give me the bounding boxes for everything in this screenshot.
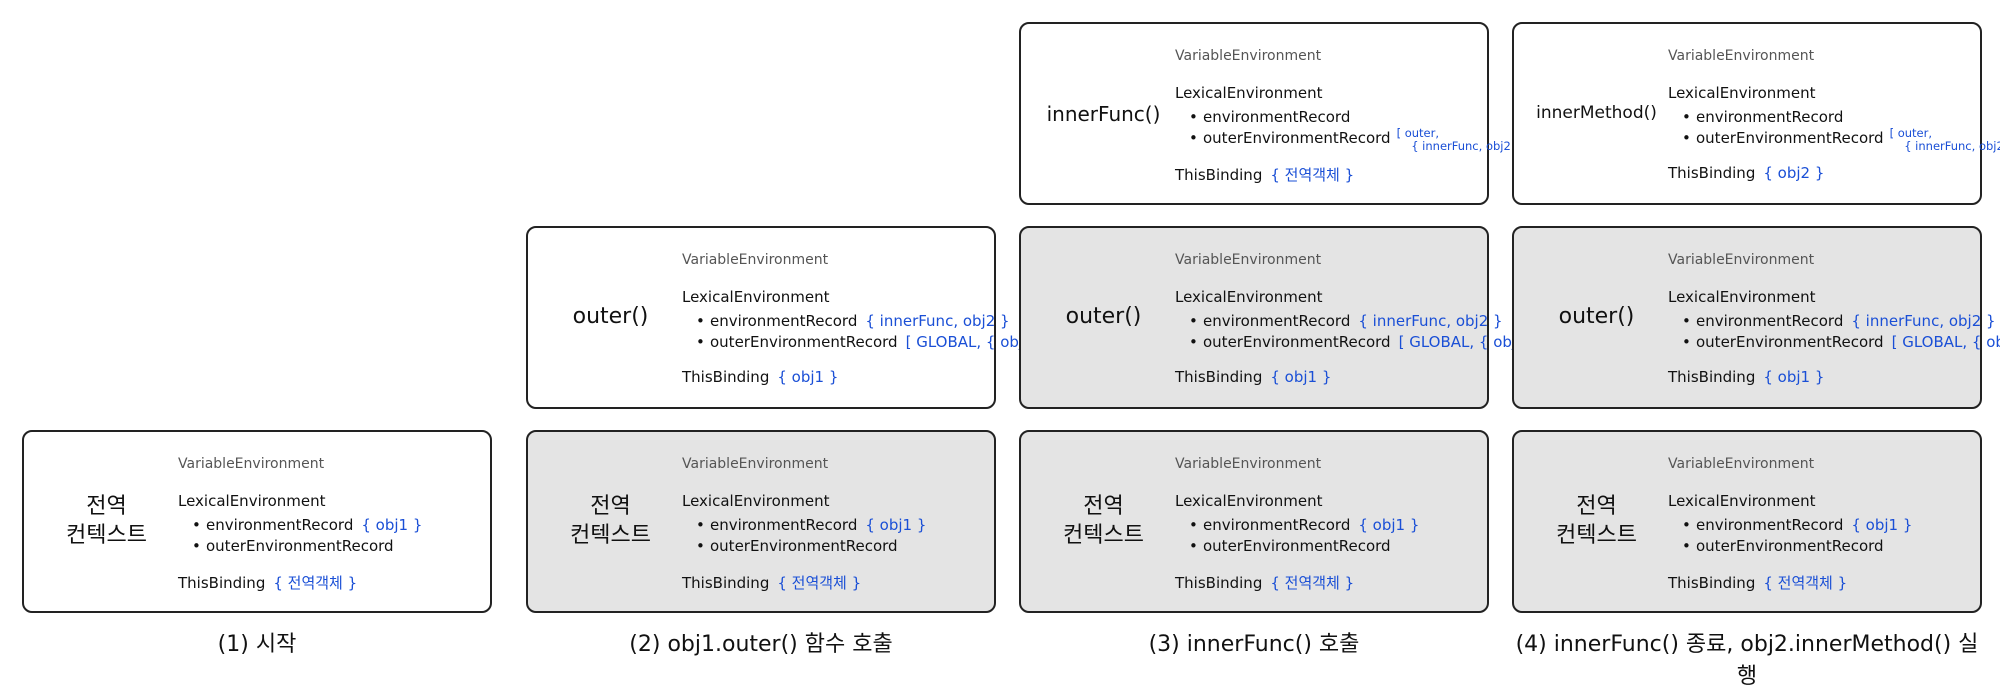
this-binding-label: ThisBinding xyxy=(1668,164,1756,182)
context-name: 전역 컨텍스트 xyxy=(570,493,651,548)
lexical-environment-label: LexicalEnvironment xyxy=(1175,288,1323,306)
environment-record-label: environmentRecord xyxy=(206,516,354,534)
step-caption-4: (4) innerFunc() 종료, obj2.innerMethod() 실… xyxy=(1515,632,1979,689)
outer-environment-record-value: [ GLOBAL, { obj1 } ] xyxy=(1891,333,2000,351)
step-caption-3: (3) innerFunc() 호출 xyxy=(1148,632,1360,657)
context-name: outer() xyxy=(1065,304,1142,330)
environment-record-label: environmentRecord xyxy=(1696,312,1844,330)
context-box-global: 전역 컨텍스트 VariableEnvironment LexicalEnvir… xyxy=(526,430,996,613)
this-binding-value: { obj1 } xyxy=(777,368,839,386)
this-binding-label: ThisBinding xyxy=(1175,368,1263,386)
context-name: innerMethod() xyxy=(1536,103,1657,124)
this-binding-value: { obj2 } xyxy=(1763,164,1825,182)
environment-record-label: environmentRecord xyxy=(1696,108,1844,126)
context-box-outer: outer() VariableEnvironment LexicalEnvir… xyxy=(1019,226,1551,409)
context-name: 전역 컨텍스트 xyxy=(1556,493,1637,548)
variable-environment-label: VariableEnvironment xyxy=(1175,252,1322,268)
context-box-global: 전역 컨텍스트 VariableEnvironment LexicalEnvir… xyxy=(1019,430,1489,613)
environment-record-value: { innerFunc, obj2 } xyxy=(1851,312,1996,330)
environment-record-value: { innerFunc, obj2 } xyxy=(1358,312,1503,330)
this-binding-value: { 전역객체 } xyxy=(1270,166,1355,184)
variable-environment-label: VariableEnvironment xyxy=(1668,456,1815,472)
outer-environment-record-label: outerEnvironmentRecord xyxy=(1696,129,1884,147)
variable-environment-label: VariableEnvironment xyxy=(1668,48,1815,64)
outer-environment-record-label: outerEnvironmentRecord xyxy=(1203,333,1391,351)
lexical-environment-label: LexicalEnvironment xyxy=(1668,84,1816,102)
lexical-environment-label: LexicalEnvironment xyxy=(1668,288,1816,306)
this-binding-label: ThisBinding xyxy=(1668,574,1756,592)
this-binding-label: ThisBinding xyxy=(178,574,266,592)
context-name: innerFunc() xyxy=(1046,101,1161,126)
context-box-innermethod: innerMethod() VariableEnvironment Lexica… xyxy=(1512,22,2000,205)
this-binding-label: ThisBinding xyxy=(682,368,770,386)
outer-environment-record-label: outerEnvironmentRecord xyxy=(1203,537,1391,555)
context-box-outer: outer() VariableEnvironment LexicalEnvir… xyxy=(1512,226,2000,409)
outer-environment-record-value: [ outer, { innerFunc, obj2 } ] xyxy=(1396,126,1530,154)
this-binding-label: ThisBinding xyxy=(682,574,770,592)
lexical-environment-label: LexicalEnvironment xyxy=(682,492,830,510)
variable-environment-label: VariableEnvironment xyxy=(178,456,325,472)
outer-environment-record-label: outerEnvironmentRecord xyxy=(1696,537,1884,555)
lexical-environment-label: LexicalEnvironment xyxy=(682,288,830,306)
variable-environment-label: VariableEnvironment xyxy=(1668,252,1815,268)
this-binding-value: { 전역객체 } xyxy=(273,574,358,592)
environment-record-label: environmentRecord xyxy=(710,516,858,534)
environment-record-value: { obj1 } xyxy=(865,516,927,534)
this-binding-value: { obj1 } xyxy=(1763,368,1825,386)
context-box-innerfunc: innerFunc() VariableEnvironment LexicalE… xyxy=(1019,22,1530,205)
this-binding-value: { 전역객체 } xyxy=(1270,574,1355,592)
lexical-environment-label: LexicalEnvironment xyxy=(1175,492,1323,510)
environment-record-value: { obj1 } xyxy=(1851,516,1913,534)
outer-environment-record-value: [ outer, { innerFunc, obj2 } ] xyxy=(1889,126,2000,154)
environment-record-label: environmentRecord xyxy=(1203,312,1351,330)
context-name: 전역 컨텍스트 xyxy=(66,493,147,548)
this-binding-value: { obj1 } xyxy=(1270,368,1332,386)
outer-environment-record-label: outerEnvironmentRecord xyxy=(1203,129,1391,147)
outer-environment-record-label: outerEnvironmentRecord xyxy=(710,333,898,351)
variable-environment-label: VariableEnvironment xyxy=(1175,456,1322,472)
environment-record-value: { obj1 } xyxy=(361,516,423,534)
environment-record-label: environmentRecord xyxy=(1203,108,1351,126)
environment-record-label: environmentRecord xyxy=(1696,516,1844,534)
context-box-global: 전역 컨텍스트 VariableEnvironment LexicalEnvir… xyxy=(1512,430,1982,613)
context-box-outer: outer() VariableEnvironment LexicalEnvir… xyxy=(526,226,1058,409)
environment-record-label: environmentRecord xyxy=(710,312,858,330)
context-name: 전역 컨텍스트 xyxy=(1063,493,1144,548)
this-binding-value: { 전역객체 } xyxy=(777,574,862,592)
context-box-global: 전역 컨텍스트 VariableEnvironment LexicalEnvir… xyxy=(22,430,492,613)
step-caption-1: (1) 시작 xyxy=(217,632,297,657)
this-binding-value: { 전역객체 } xyxy=(1763,574,1848,592)
outer-environment-record-label: outerEnvironmentRecord xyxy=(206,537,394,555)
lexical-environment-label: LexicalEnvironment xyxy=(178,492,326,510)
context-name: outer() xyxy=(1558,304,1635,330)
step-caption-2: (2) obj1.outer() 함수 호출 xyxy=(629,632,893,657)
environment-record-value: { obj1 } xyxy=(1358,516,1420,534)
lexical-environment-label: LexicalEnvironment xyxy=(1668,492,1816,510)
outer-environment-record-label: outerEnvironmentRecord xyxy=(1696,333,1884,351)
variable-environment-label: VariableEnvironment xyxy=(682,456,829,472)
variable-environment-label: VariableEnvironment xyxy=(1175,48,1322,64)
variable-environment-label: VariableEnvironment xyxy=(682,252,829,268)
environment-record-label: environmentRecord xyxy=(1203,516,1351,534)
this-binding-label: ThisBinding xyxy=(1175,574,1263,592)
lexical-environment-label: LexicalEnvironment xyxy=(1175,84,1323,102)
this-binding-label: ThisBinding xyxy=(1175,166,1263,184)
context-name: outer() xyxy=(572,304,649,330)
environment-record-value: { innerFunc, obj2 } xyxy=(865,312,1010,330)
outer-environment-record-label: outerEnvironmentRecord xyxy=(710,537,898,555)
this-binding-label: ThisBinding xyxy=(1668,368,1756,386)
